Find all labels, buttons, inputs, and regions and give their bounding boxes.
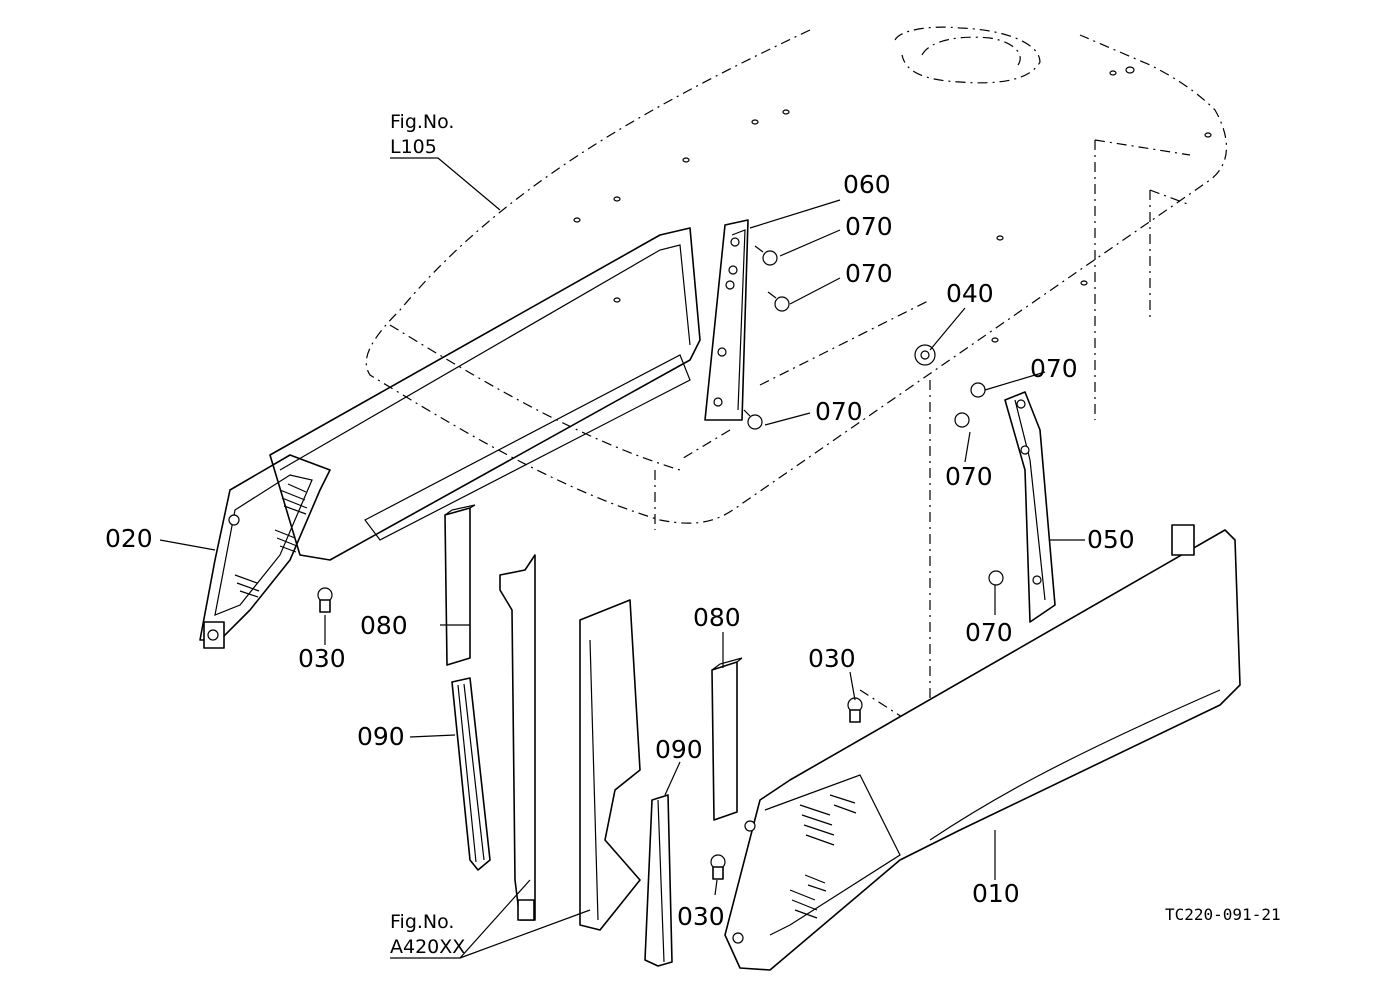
callout-070: 070: [1030, 354, 1078, 383]
drawing-code: TC220-091-21: [1165, 905, 1281, 924]
callout-020: 020: [105, 524, 153, 553]
callout-040: 040: [946, 279, 994, 308]
vertical-strip-left: [499, 554, 536, 921]
bolt-070-f: [988, 570, 1004, 586]
seal-090-left: [451, 677, 491, 871]
bolt-070-d: [970, 382, 986, 398]
callout-030: 030: [808, 644, 856, 673]
bolt-070-a: [754, 245, 778, 266]
callout-060: 060: [843, 170, 891, 199]
callout-070: 070: [815, 397, 863, 426]
bolt-030-a: [317, 587, 333, 613]
leader-lines: [159, 157, 1085, 959]
callout-080: 080: [693, 603, 741, 632]
bolt-030-c: [710, 854, 726, 880]
right-side-cover-010: [724, 524, 1241, 971]
callout-070: 070: [845, 259, 893, 288]
callout-090: 090: [357, 722, 405, 751]
bolt-070-c: [743, 409, 763, 430]
reference-a420xx: Fig.No. A420XX: [390, 911, 465, 958]
callout-070: 070: [965, 618, 1013, 647]
reference-number: L105: [390, 136, 437, 158]
bracket-050: [1004, 391, 1056, 623]
callout-030: 030: [298, 644, 346, 673]
vertical-plate-center: [579, 599, 641, 931]
foam-block-080-right: [711, 657, 743, 821]
reference-l105: Fig.No. L105: [390, 111, 454, 158]
foam-block-080-left: [444, 504, 476, 666]
phantom-body-outline: [365, 26, 1227, 736]
bolt-070-e: [954, 412, 970, 428]
left-side-cover-020: [199, 227, 701, 649]
callout-090: 090: [655, 735, 703, 764]
callout-070: 070: [845, 212, 893, 241]
bracket-060: [704, 219, 749, 421]
callout-030: 030: [677, 902, 725, 931]
bolt-070-b: [767, 291, 790, 312]
bolt-030-b: [847, 697, 863, 723]
callout-070: 070: [945, 462, 993, 491]
callout-010: 010: [972, 879, 1020, 908]
reference-label: Fig.No.: [390, 911, 454, 933]
seal-090-right: [644, 794, 673, 967]
reference-label: Fig.No.: [390, 111, 454, 133]
reference-number: A420XX: [390, 936, 465, 958]
callout-080: 080: [360, 611, 408, 640]
callout-050: 050: [1087, 525, 1135, 554]
